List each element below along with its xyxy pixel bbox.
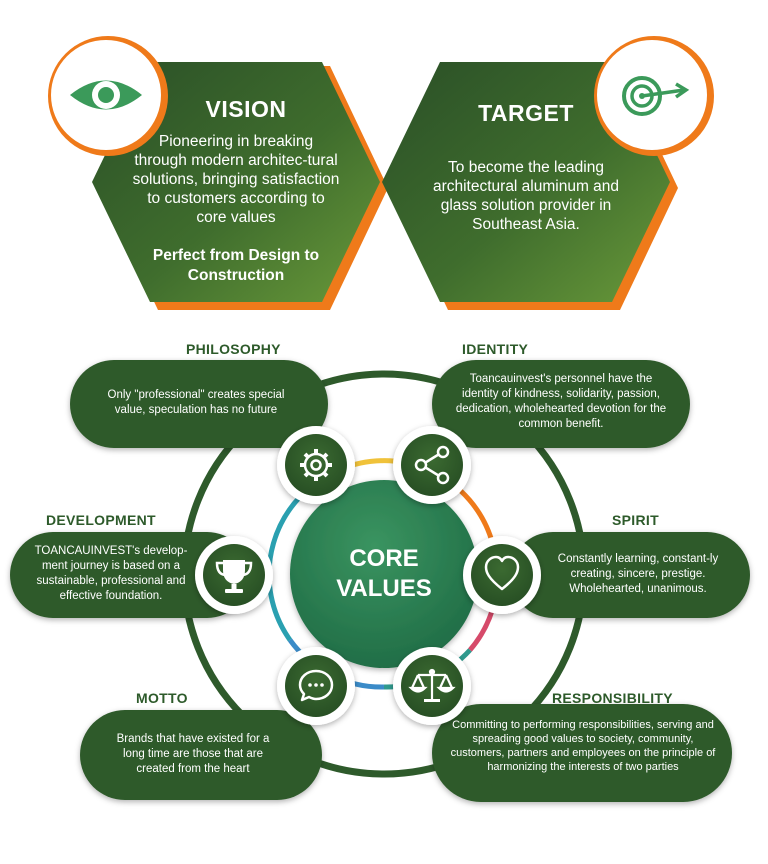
philosophy-badge	[277, 426, 355, 504]
vision-hex	[92, 62, 380, 302]
vision-badge	[48, 36, 168, 156]
gear-icon	[300, 449, 332, 481]
responsibility-badge	[393, 647, 471, 725]
identity-title: IDENTITY	[462, 341, 529, 357]
spirit-text: Constantly learning, constant-ly creatin…	[557, 553, 719, 595]
trophy-icon	[215, 560, 253, 593]
philosophy-pill	[70, 360, 328, 448]
vision-highlight: Perfect from Design to Construction	[152, 247, 320, 284]
responsibility-text: Committing to performing responsibilitie…	[450, 719, 716, 773]
vision-body: Pioneering in breaking through modern ar…	[132, 133, 340, 226]
motto-title: MOTTO	[136, 690, 188, 706]
responsibility-title: RESPONSIBILITY	[552, 690, 673, 706]
philosophy-title: PHILOSOPHY	[186, 341, 281, 357]
target-hex	[382, 62, 670, 302]
target-title: TARGET	[478, 100, 574, 126]
core-circle	[290, 480, 478, 668]
philosophy-text: Only "professional" creates special valu…	[107, 389, 285, 416]
target-body: To become the leading architectural alum…	[432, 159, 620, 233]
responsibility-pill	[432, 704, 732, 802]
heart-icon	[484, 555, 520, 591]
identity-text: Toancauinvest's personnel have the ident…	[455, 373, 667, 430]
spirit-pill	[510, 532, 750, 618]
share-icon	[414, 445, 450, 485]
identity-pill	[432, 360, 690, 448]
development-text: TOANCAUINVEST's develop-ment journey is …	[34, 545, 188, 602]
identity-badge	[393, 426, 471, 504]
core-line-2: VALUES	[336, 575, 432, 602]
motto-badge	[277, 647, 355, 725]
spirit-title: SPIRIT	[612, 512, 659, 528]
development-title: DEVELOPMENT	[46, 512, 156, 528]
spirit-badge	[463, 536, 541, 614]
core-line-1: CORE	[349, 545, 419, 572]
chat-bubble-icon	[298, 669, 334, 702]
motto-pill	[80, 710, 322, 800]
development-badge	[195, 536, 273, 614]
eye-icon	[70, 80, 142, 110]
development-pill	[10, 532, 250, 618]
target-badge	[594, 36, 714, 156]
core-values-label: CORE VALUES	[300, 544, 468, 604]
vision-title: VISION	[205, 96, 287, 122]
target-arrow-icon	[622, 76, 690, 116]
motto-text: Brands that have existed for a long time…	[116, 733, 270, 775]
scales-icon	[408, 668, 456, 702]
